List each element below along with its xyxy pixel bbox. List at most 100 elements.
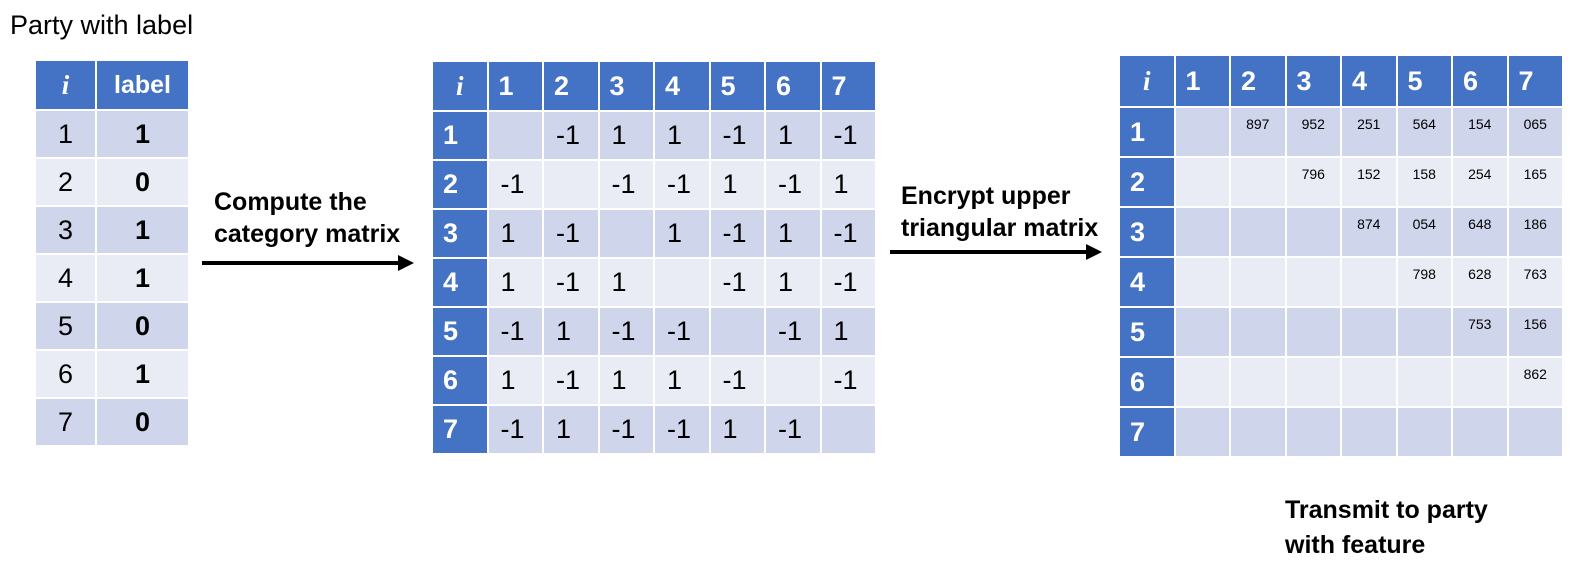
encrypted-matrix-cell: 251 bbox=[1340, 106, 1398, 158]
category-matrix-cell: -1 bbox=[708, 110, 766, 161]
category-matrix-header-cell: 3 bbox=[597, 60, 655, 112]
encrypted-matrix-cell: 065 bbox=[1506, 106, 1564, 158]
encrypted-matrix-cell bbox=[1173, 106, 1231, 158]
category-matrix-cell bbox=[486, 110, 544, 161]
encrypted-matrix-cell bbox=[1340, 256, 1398, 308]
category-matrix-cell: -1 bbox=[708, 208, 766, 259]
category-matrix-header-cell: i bbox=[431, 60, 489, 112]
encrypted-matrix-cell bbox=[1229, 206, 1287, 258]
category-matrix-cell: -1 bbox=[819, 355, 877, 406]
category-matrix-cell: 1 bbox=[597, 355, 655, 406]
encrypted-matrix-row-header: 2 bbox=[1118, 156, 1176, 208]
label-table-header-i: i bbox=[34, 59, 97, 111]
category-matrix-cell: -1 bbox=[819, 257, 877, 308]
party-with-label-title: Party with label bbox=[10, 10, 194, 40]
encrypted-matrix-cell bbox=[1284, 256, 1342, 308]
category-matrix-cell: -1 bbox=[819, 110, 877, 161]
encrypted-matrix-cell bbox=[1229, 306, 1287, 358]
category-matrix-cell: -1 bbox=[764, 404, 822, 455]
encrypted-matrix-cell bbox=[1173, 306, 1231, 358]
encrypted-matrix-cell bbox=[1229, 256, 1287, 308]
step1-line1: Compute the bbox=[214, 188, 367, 216]
category-matrix-cell: 1 bbox=[764, 208, 822, 259]
category-matrix-cell: -1 bbox=[597, 404, 655, 455]
label-table-label-cell: 0 bbox=[95, 301, 190, 351]
encrypted-matrix-cell: 952 bbox=[1284, 106, 1342, 158]
encrypted-matrix-header-cell: 1 bbox=[1173, 54, 1231, 108]
category-matrix-cell bbox=[764, 355, 822, 406]
label-table-index-cell: 4 bbox=[34, 253, 97, 303]
encrypted-matrix-row-header: 1 bbox=[1118, 106, 1176, 158]
encrypted-matrix-cell: 154 bbox=[1451, 106, 1509, 158]
encrypted-matrix-cell: 564 bbox=[1395, 106, 1453, 158]
encrypted-matrix-row-header: 7 bbox=[1118, 406, 1176, 458]
label-table-label-cell: 1 bbox=[95, 349, 190, 399]
encrypted-matrix-cell bbox=[1395, 306, 1453, 358]
encrypted-matrix-cell: 897 bbox=[1229, 106, 1287, 158]
encrypted-matrix-header-cell: 5 bbox=[1395, 54, 1453, 108]
category-matrix-cell: 1 bbox=[819, 159, 877, 210]
encrypted-matrix-cell: 158 bbox=[1395, 156, 1453, 208]
label-table-index-cell: 3 bbox=[34, 205, 97, 255]
category-matrix-cell: -1 bbox=[486, 404, 544, 455]
category-matrix-cell: -1 bbox=[819, 208, 877, 259]
encrypted-matrix-header-cell: 2 bbox=[1229, 54, 1287, 108]
category-matrix-cell: 1 bbox=[653, 355, 711, 406]
category-matrix-cell: 1 bbox=[486, 257, 544, 308]
encrypted-matrix-cell: 753 bbox=[1451, 306, 1509, 358]
category-matrix-cell: 1 bbox=[708, 159, 766, 210]
category-matrix-header-cell: 6 bbox=[764, 60, 822, 112]
label-table-label-cell: 0 bbox=[95, 397, 190, 447]
category-matrix-cell: 1 bbox=[486, 355, 544, 406]
category-matrix-cell bbox=[708, 306, 766, 357]
category-matrix-cell: 1 bbox=[542, 306, 600, 357]
encrypted-matrix-cell bbox=[1173, 406, 1231, 458]
label-table-header-label: label bbox=[95, 59, 190, 111]
category-matrix-cell: 1 bbox=[764, 257, 822, 308]
category-matrix-cell: 1 bbox=[708, 404, 766, 455]
category-matrix-cell: 1 bbox=[542, 404, 600, 455]
encrypted-matrix-header-cell: 6 bbox=[1451, 54, 1509, 108]
category-matrix-cell: 1 bbox=[819, 306, 877, 357]
category-matrix-row-header: 1 bbox=[431, 110, 489, 161]
encrypted-matrix-cell bbox=[1229, 406, 1287, 458]
label-table-index-cell: 6 bbox=[34, 349, 97, 399]
encrypted-matrix-cell bbox=[1395, 406, 1453, 458]
encrypted-matrix-cell: 054 bbox=[1395, 206, 1453, 258]
category-matrix-row-header: 2 bbox=[431, 159, 489, 210]
encrypted-matrix-header-cell: 7 bbox=[1506, 54, 1564, 108]
encrypted-matrix-row-header: 3 bbox=[1118, 206, 1176, 258]
encrypted-matrix-cell bbox=[1451, 406, 1509, 458]
category-matrix-cell: -1 bbox=[653, 306, 711, 357]
category-matrix-cell bbox=[597, 208, 655, 259]
compute-category-matrix-text: Compute the category matrix bbox=[214, 186, 400, 250]
step3-line1: Transmit to party bbox=[1285, 496, 1488, 524]
step2-line1: Encrypt upper bbox=[901, 182, 1071, 210]
encrypted-matrix-cell: 628 bbox=[1451, 256, 1509, 308]
encrypted-matrix-cell: 156 bbox=[1506, 306, 1564, 358]
label-table-label-cell: 1 bbox=[95, 253, 190, 303]
encrypt-upper-triangular-text: Encrypt upper triangular matrix bbox=[901, 180, 1098, 244]
category-matrix-header-cell: 7 bbox=[819, 60, 877, 112]
category-matrix-cell: -1 bbox=[486, 306, 544, 357]
encrypted-matrix-header-cell: i bbox=[1118, 54, 1176, 108]
label-table-header-row: i label bbox=[34, 59, 190, 111]
label-table-label-cell: 1 bbox=[95, 109, 190, 159]
label-table-label-cell: 0 bbox=[95, 157, 190, 207]
encrypted-matrix-cell bbox=[1340, 306, 1398, 358]
category-matrix-cell: -1 bbox=[708, 355, 766, 406]
encrypted-matrix-cell bbox=[1229, 356, 1287, 408]
encrypted-matrix-cell bbox=[1173, 206, 1231, 258]
category-matrix-row-header: 7 bbox=[431, 404, 489, 455]
